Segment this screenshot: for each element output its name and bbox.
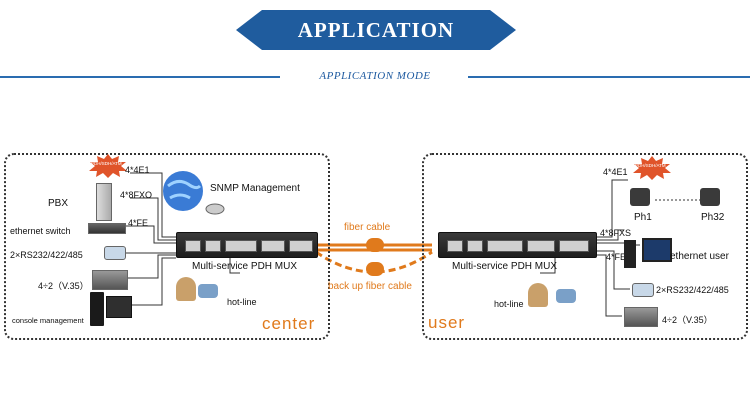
center-hotline-label: hot-line	[227, 297, 257, 307]
user-v35-router-icon	[624, 307, 658, 327]
user-panel	[422, 153, 748, 340]
user-mux-port	[527, 240, 555, 252]
console-management-label: console management	[12, 316, 84, 325]
phone32-label: Ph32	[701, 212, 725, 223]
center-mux-port	[289, 240, 313, 252]
left-divider	[0, 76, 280, 78]
user-hotline-label: hot-line	[494, 299, 524, 309]
center-serial-device-icon	[104, 246, 126, 260]
center-mux-port	[205, 240, 221, 252]
user-mux-port	[447, 240, 463, 252]
phone1-label: Ph1	[634, 212, 652, 223]
center-v35-label: 4÷2（V.35）	[38, 281, 89, 291]
center-mux-port	[261, 240, 285, 252]
snmp-management-label: SNMP Management	[210, 183, 300, 194]
pdh-network-burst	[89, 154, 127, 178]
user-serial-device-icon	[632, 283, 654, 297]
right-divider	[468, 76, 750, 78]
center-burst-label: PDH/SDH/ATM	[91, 161, 122, 166]
fiber-cable-label: fiber cable	[344, 222, 391, 233]
ethernet-user-monitor-icon	[642, 238, 672, 262]
user-serial-label: 2×RS232/422/485	[656, 285, 729, 295]
backup-fiber-connector-icon	[366, 262, 384, 276]
center-v35-router-icon	[92, 270, 128, 290]
mouse-icon	[205, 203, 225, 215]
user-mux-port	[467, 240, 483, 252]
ethernet-switch-label: ethernet switch	[10, 226, 71, 236]
center-mux-port	[185, 240, 201, 252]
ethernet-user-tower-icon	[624, 240, 636, 268]
user-iface-fxs: 4*8FXS	[600, 228, 632, 238]
ethernet-switch-icon	[88, 223, 126, 234]
user-iface-fe: 4*FE	[606, 252, 627, 262]
center-pdh-mux-device	[176, 232, 318, 258]
center-panel	[4, 153, 330, 340]
user-hotline-phone-icon	[556, 289, 576, 303]
fiber-connector-icon	[366, 238, 384, 252]
user-mux-port	[559, 240, 589, 252]
user-zone-label: user	[428, 313, 466, 332]
pbx-cabinet-icon	[96, 183, 112, 221]
ethernet-user-label: ethernet user	[670, 251, 729, 262]
phone32-icon	[700, 188, 720, 206]
center-iface-fxo: 4*8FXO	[120, 190, 153, 200]
section-subtitle: APPLICATION MODE	[319, 70, 431, 82]
user-mux-port	[487, 240, 523, 252]
backup-fiber-cable-label: back up fiber cable	[328, 281, 412, 292]
center-zone-label: center	[262, 314, 316, 333]
user-mux-label: Multi-service PDH MUX	[452, 261, 558, 272]
center-iface-fe: 4*FE	[128, 218, 149, 228]
user-network-burst	[633, 156, 671, 180]
snmp-globe-icon	[163, 171, 203, 211]
phone1-icon	[630, 188, 650, 206]
center-serial-label: 2×RS232/422/485	[10, 250, 83, 260]
console-computer-icon	[90, 292, 104, 326]
pbx-label: PBX	[48, 198, 69, 209]
center-hotline-phone-icon	[198, 284, 218, 298]
user-operator-icon	[528, 283, 548, 307]
user-v35-label: 4÷2（V.35）	[662, 315, 713, 325]
center-iface-e1: 4*4E1	[125, 165, 150, 175]
center-mux-label: Multi-service PDH MUX	[192, 261, 298, 272]
page-title: APPLICATION	[297, 18, 455, 42]
user-iface-e1: 4*4E1	[603, 167, 628, 177]
user-burst-label: PDH/SDH/ATM	[635, 163, 666, 168]
console-monitor-icon	[106, 296, 132, 318]
center-mux-port	[225, 240, 257, 252]
title-banner	[236, 10, 516, 50]
center-operator-icon	[176, 277, 196, 301]
user-pdh-mux-device	[438, 232, 597, 258]
